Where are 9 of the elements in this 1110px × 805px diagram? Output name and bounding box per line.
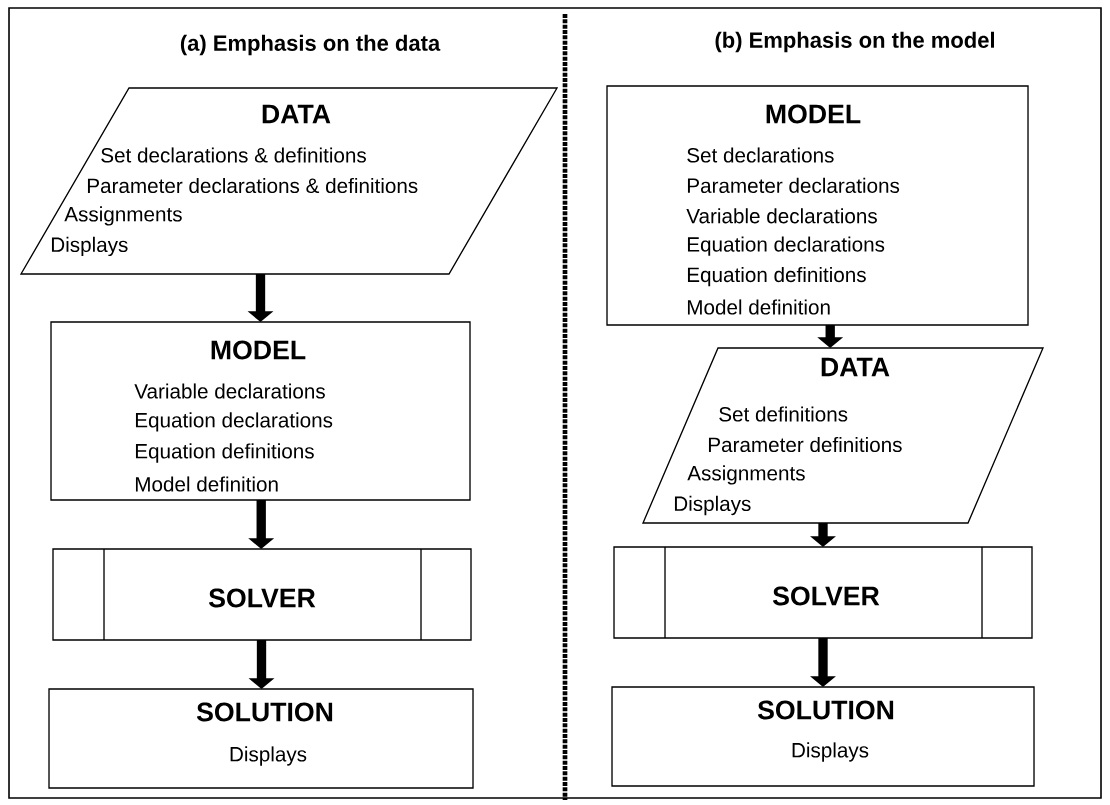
- model-box: MODEL Set declarations Parameter declarations Variable declarations Equation declarations Equation definitions Model definition: [606, 85, 1029, 326]
- model-box: MODEL Variable declarations Equation declarations Equation definitions Model definition: [50, 321, 471, 501]
- solution-box: SOLUTION Displays: [48, 688, 474, 789]
- data-parallelogram: DATA Set definitions Parameter definitions Assignments Displays: [642, 347, 1044, 524]
- panel-title: (b) Emphasis on the model: [715, 31, 994, 53]
- solver-box: SOLVER: [52, 548, 472, 641]
- solution-box: SOLUTION Displays: [611, 686, 1035, 787]
- solver-box: SOLVER: [613, 546, 1033, 639]
- panel-title: (a) Emphasis on the data: [180, 34, 441, 56]
